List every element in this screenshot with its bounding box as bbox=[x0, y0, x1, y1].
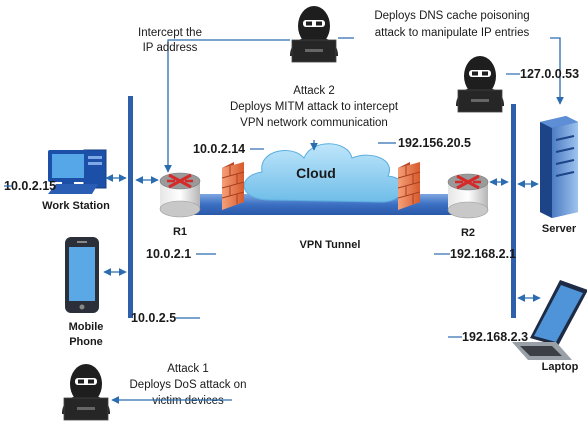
desktop-computer-icon bbox=[48, 149, 107, 194]
attack2-desc: Deploys MITM attack to intercept bbox=[230, 101, 399, 113]
ip-workstation: 10.0.2.15 bbox=[4, 179, 56, 193]
ip-r1-cloud: 10.0.2.14 bbox=[193, 142, 245, 156]
vpn-tunnel-label: VPN Tunnel bbox=[300, 239, 361, 251]
cloud-icon bbox=[243, 143, 404, 203]
dns-attack-label: Deploys DNS cache poisoning bbox=[374, 10, 529, 22]
hacker-icon bbox=[61, 363, 111, 421]
firewall-icon bbox=[221, 161, 245, 211]
router-r2-label: R2 bbox=[461, 227, 475, 239]
mobile-phone-label: Mobile bbox=[69, 321, 104, 333]
ip-r2-lan: 192.168.2.1 bbox=[450, 247, 516, 261]
lan-bus-left bbox=[128, 96, 133, 318]
ip-r1-lan: 10.0.2.1 bbox=[146, 247, 191, 261]
work-station-label: Work Station bbox=[42, 200, 110, 212]
lan-bus-right bbox=[511, 104, 516, 318]
attack1-desc: Deploys DoS attack on bbox=[130, 379, 247, 391]
arrow-intercept-r1 bbox=[164, 39, 290, 173]
server-label: Server bbox=[542, 223, 577, 235]
ip-mobile: 10.0.2.5 bbox=[131, 311, 176, 325]
ip-laptop: 192.168.2.3 bbox=[462, 330, 528, 344]
hacker-icon bbox=[455, 55, 505, 113]
smartphone-icon bbox=[65, 237, 99, 313]
laptop-label: Laptop bbox=[542, 361, 579, 373]
router-icon bbox=[446, 172, 490, 220]
ip-server: 127.0.0.53 bbox=[520, 67, 579, 81]
attack1-desc: victim devices bbox=[152, 395, 224, 407]
dns-attack-label: attack to manipulate IP entries bbox=[375, 27, 530, 39]
laptop-icon bbox=[512, 280, 587, 360]
intercept-label: IP address bbox=[143, 42, 198, 54]
router-icon bbox=[158, 171, 202, 219]
attack2-desc: VPN network communication bbox=[240, 117, 388, 129]
hacker-icon bbox=[289, 5, 339, 63]
router-r1-label: R1 bbox=[173, 226, 187, 238]
server-icon bbox=[540, 116, 578, 218]
attack2-title: Attack 2 bbox=[293, 85, 335, 97]
firewall-icon bbox=[397, 161, 421, 211]
ip-r2-cloud: 192.156.20.5 bbox=[398, 136, 471, 150]
cloud-label: Cloud bbox=[296, 165, 336, 181]
intercept-label: Intercept the bbox=[138, 27, 202, 39]
attack1-title: Attack 1 bbox=[167, 363, 209, 375]
mobile-phone-label: Phone bbox=[69, 336, 103, 348]
